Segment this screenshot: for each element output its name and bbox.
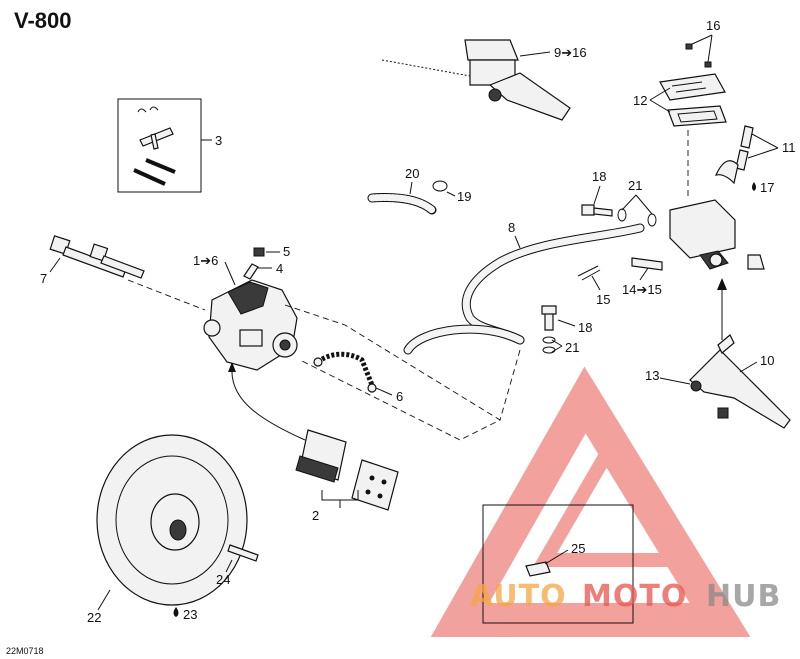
watermark-text: AUTO MOTO HUB	[470, 579, 781, 614]
brake-hose	[403, 223, 645, 355]
watermark-logo	[430, 366, 751, 637]
label-22: 22	[87, 610, 101, 625]
caliper-bolts	[49, 235, 145, 279]
brake-caliper	[203, 279, 298, 371]
label-16: 16	[706, 18, 720, 33]
page-title: V-800	[14, 8, 72, 33]
watermark-auto: AUTO	[470, 579, 567, 614]
label-10: 10	[760, 353, 774, 368]
label-3: 3	[215, 133, 222, 148]
brake-disc	[96, 434, 248, 606]
label-6: 6	[396, 389, 403, 404]
banjo-bolt-upper	[581, 204, 613, 217]
label-25: 25	[571, 541, 585, 556]
hose-clamp	[432, 180, 448, 192]
hose-protector	[367, 193, 437, 215]
upper-master-cylinder	[381, 39, 571, 121]
label-15: 15	[596, 292, 610, 307]
reservoir-cap-screws	[685, 43, 712, 68]
label-18-top: 18	[592, 169, 606, 184]
label-8: 8	[508, 220, 515, 235]
mounting-screws	[735, 125, 754, 171]
detail-box-25	[482, 504, 634, 624]
label-21-top: 21	[628, 178, 642, 193]
reservoir-cap	[659, 73, 726, 101]
label-7: 7	[40, 271, 47, 286]
arrow-icon-2	[717, 278, 727, 290]
label-4: 4	[276, 261, 283, 276]
disc-pin	[227, 544, 259, 562]
brake-light-switch	[577, 257, 663, 281]
reservoir-diaphragm	[667, 105, 727, 127]
drop-icon-2	[752, 182, 756, 191]
mounting-clamp	[714, 160, 739, 185]
brake-lever	[689, 334, 791, 429]
label-20: 20	[405, 166, 419, 181]
label-24: 24	[216, 572, 230, 587]
label-18-bottom: 18	[578, 320, 592, 335]
watermark-hub: HUB	[706, 579, 781, 614]
right-master-cylinder	[669, 199, 765, 270]
banjo-bolt-lower	[541, 305, 557, 354]
label-9-16: 9➔16	[554, 45, 587, 60]
drawing-code: 22M0718	[6, 646, 44, 656]
watermark-moto: MOTO	[582, 579, 687, 614]
label-11: 11	[782, 140, 796, 155]
drop-icon	[173, 607, 179, 617]
label-5: 5	[283, 244, 290, 259]
label-17: 17	[760, 180, 774, 195]
brake-pad-inner	[295, 429, 347, 483]
caliper-brake-line	[313, 351, 377, 393]
label-2: 2	[312, 508, 319, 523]
label-14-15: 14➔15	[622, 282, 662, 297]
label-21-bottom: 21	[565, 340, 579, 355]
label-13: 13	[645, 368, 659, 383]
brake-pad-outer	[351, 459, 399, 511]
label-23: 23	[183, 607, 197, 622]
bleeder-screw	[243, 247, 265, 280]
arrow-icon	[228, 362, 236, 372]
pin-kit-box	[117, 98, 212, 193]
label-19: 19	[457, 189, 471, 204]
label-12: 12	[633, 93, 647, 108]
label-1-6: 1➔6	[193, 253, 218, 268]
